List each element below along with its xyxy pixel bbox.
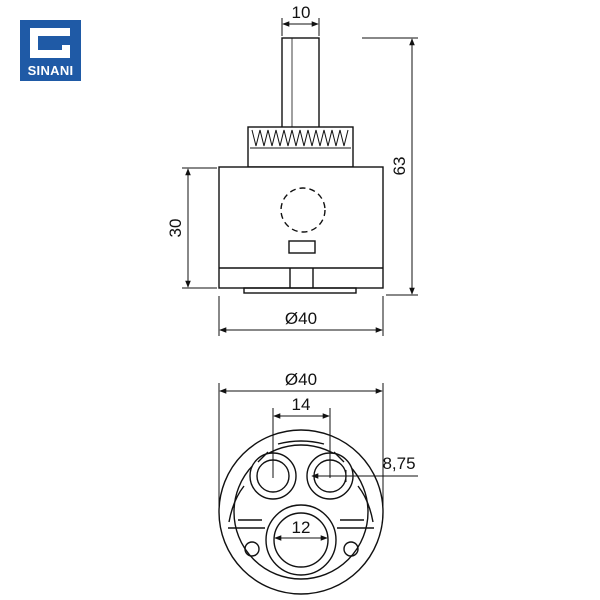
pin-hole-right <box>343 541 359 557</box>
body-height-label: 30 <box>166 219 185 238</box>
outer-ring <box>218 429 384 595</box>
total-height-label: 63 <box>390 157 409 176</box>
hidden-port-outline <box>280 187 326 233</box>
cartridge-body <box>218 166 384 289</box>
side-view <box>218 37 384 294</box>
right-web <box>337 485 374 529</box>
port-radius-label: 8,75 <box>382 454 415 473</box>
logo-mark-icon <box>30 28 70 58</box>
bottom-dimensions <box>218 383 418 541</box>
outer-diameter-label: Ø40 <box>285 370 317 389</box>
port-spacing-label: 14 <box>292 395 311 414</box>
outlet-port <box>273 512 329 568</box>
bottom-view <box>218 429 384 595</box>
left-web <box>228 485 265 529</box>
side-dimensions <box>182 18 418 336</box>
base-seal <box>243 287 357 294</box>
logo-text: SINANI <box>27 63 74 78</box>
sinani-logo: SINANI <box>20 20 81 81</box>
stem <box>281 37 320 131</box>
outlet-diameter-label: 12 <box>292 518 311 537</box>
outlet-port-outer <box>265 504 337 576</box>
top-web <box>257 440 345 463</box>
inner-ring <box>233 444 369 580</box>
indicator-slot <box>288 240 316 254</box>
stem-width-label: 10 <box>292 3 311 22</box>
body-diameter-label: Ø40 <box>285 309 317 328</box>
pin-hole-left <box>244 541 260 557</box>
knurl-teeth <box>250 129 351 149</box>
